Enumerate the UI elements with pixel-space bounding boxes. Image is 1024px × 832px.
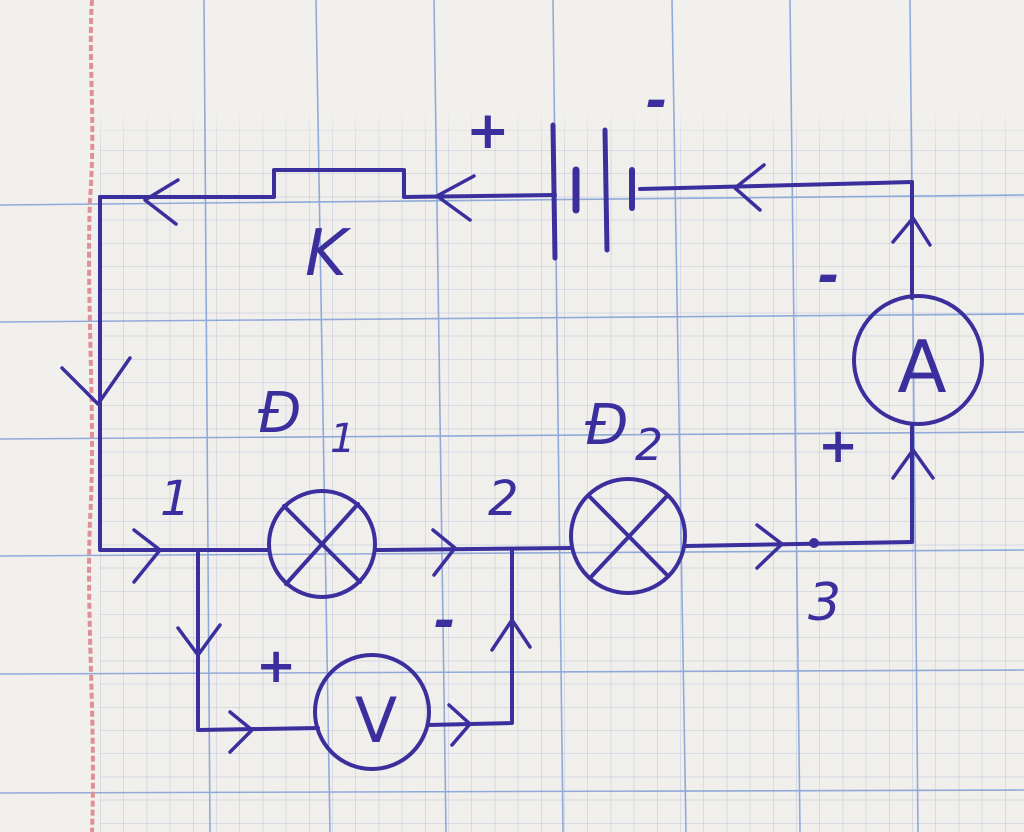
major-grid-line — [671, 0, 687, 832]
arrow-down-icon — [176, 623, 222, 657]
ammeter: A — [852, 294, 984, 426]
wire-voltmeter-right — [426, 548, 514, 727]
switch-label: K — [305, 217, 352, 291]
battery-positive-plate — [550, 122, 558, 261]
battery-plus-sign: + — [466, 101, 510, 161]
arrow-left-icon — [143, 178, 180, 226]
lamp-2-bulb-icon — [569, 477, 687, 595]
wire-top-right — [638, 180, 914, 191]
major-grid-line — [315, 0, 331, 832]
battery — [550, 122, 635, 261]
ammeter-circle — [852, 294, 984, 426]
node-3-dot — [809, 538, 819, 548]
major-grid-line — [433, 0, 447, 832]
paper-left-margin — [0, 0, 100, 832]
major-grid-line — [789, 0, 801, 832]
circuit-wires — [98, 168, 914, 732]
voltmeter-plus-sign: + — [256, 638, 296, 694]
lamp-2 — [569, 477, 687, 595]
wire-middle — [374, 546, 572, 552]
arrow-right-icon — [132, 528, 162, 584]
lamp-2-cross — [588, 494, 669, 580]
lamp-1 — [267, 489, 377, 599]
paper-top-margin — [0, 0, 1024, 150]
arrow-right-icon — [431, 528, 457, 577]
major-grid-line — [0, 313, 1024, 323]
lamp-1-cross — [284, 502, 360, 586]
arrow-left-icon — [435, 174, 476, 222]
arrow-up-icon — [490, 618, 532, 652]
lamp-2-label: Ɖ — [585, 393, 628, 458]
arrow-down-icon — [60, 356, 132, 406]
major-grid-line — [909, 0, 919, 832]
ammeter-plus-sign: + — [818, 418, 858, 474]
current-arrows — [60, 163, 935, 754]
lamp-2-label-sub: 2 — [635, 420, 663, 471]
voltmeter-circle — [313, 653, 431, 771]
voltmeter: V — [313, 653, 431, 771]
node-2-label: 2 — [488, 471, 519, 527]
ammeter-minus-sign: - — [818, 246, 840, 306]
arrow-right-icon — [228, 710, 254, 754]
arrow-right-icon — [755, 523, 784, 570]
margin-line — [87, 0, 95, 832]
lamp-1-label: Ɖ — [258, 381, 301, 446]
node-1-label: 1 — [160, 471, 191, 527]
voltmeter-minus-sign: - — [434, 591, 456, 651]
major-grid-line — [0, 789, 1024, 794]
battery-long-plate — [602, 127, 610, 253]
major-grid-line — [203, 0, 211, 832]
ammeter-label: A — [897, 325, 946, 409]
wire-bottom-right — [684, 540, 914, 548]
battery-minus-sign: - — [646, 71, 668, 131]
lamp-1-label-sub: 1 — [330, 416, 355, 462]
wire-voltmeter-left — [196, 551, 320, 732]
lamp-1-bulb-icon — [267, 489, 377, 599]
wire-top-left — [98, 168, 557, 199]
arrow-up-icon — [891, 216, 932, 247]
voltmeter-label: V — [355, 684, 397, 757]
major-grid-line — [0, 431, 1024, 440]
node-3-label: 3 — [808, 573, 841, 633]
arrow-up-icon — [891, 448, 935, 480]
arrow-right-icon — [447, 703, 472, 747]
arrow-left-icon — [733, 163, 766, 212]
major-grid-line — [0, 194, 1024, 206]
